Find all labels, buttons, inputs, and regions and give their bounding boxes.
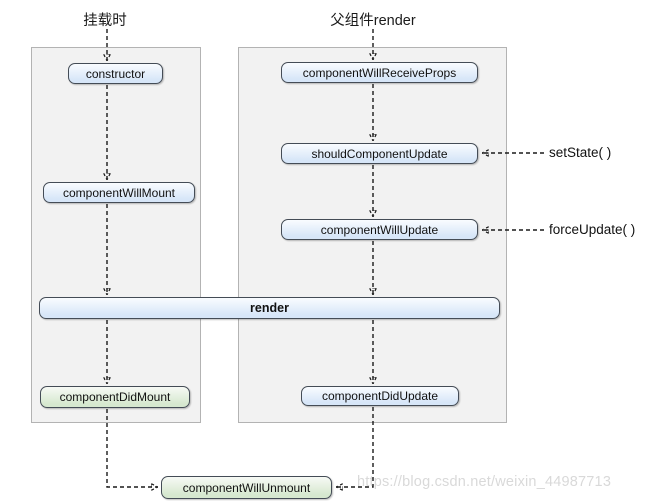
node-component-did-update: componentDidUpdate <box>301 386 459 406</box>
parent-render-label: 父组件render <box>330 13 416 29</box>
node-component-will-unmount: componentWillUnmount <box>161 476 332 499</box>
set-state-annotation: setState( ) <box>549 145 612 160</box>
node-component-will-mount: componentWillMount <box>43 182 195 203</box>
node-component-did-mount: componentDidMount <box>40 386 190 408</box>
node-constructor: constructor <box>68 63 163 84</box>
watermark: https://blog.csdn.net/weixin_44987713 <box>357 474 612 490</box>
node-component-will-update: componentWillUpdate <box>281 219 478 240</box>
node-component-will-receive-props: componentWillReceiveProps <box>281 62 478 83</box>
mount-phase-label: 挂载时 <box>83 13 127 29</box>
mount-column-panel <box>31 47 201 423</box>
node-should-component-update: shouldComponentUpdate <box>281 143 478 164</box>
node-render: render <box>39 297 500 319</box>
force-update-annotation: forceUpdate( ) <box>549 222 636 237</box>
